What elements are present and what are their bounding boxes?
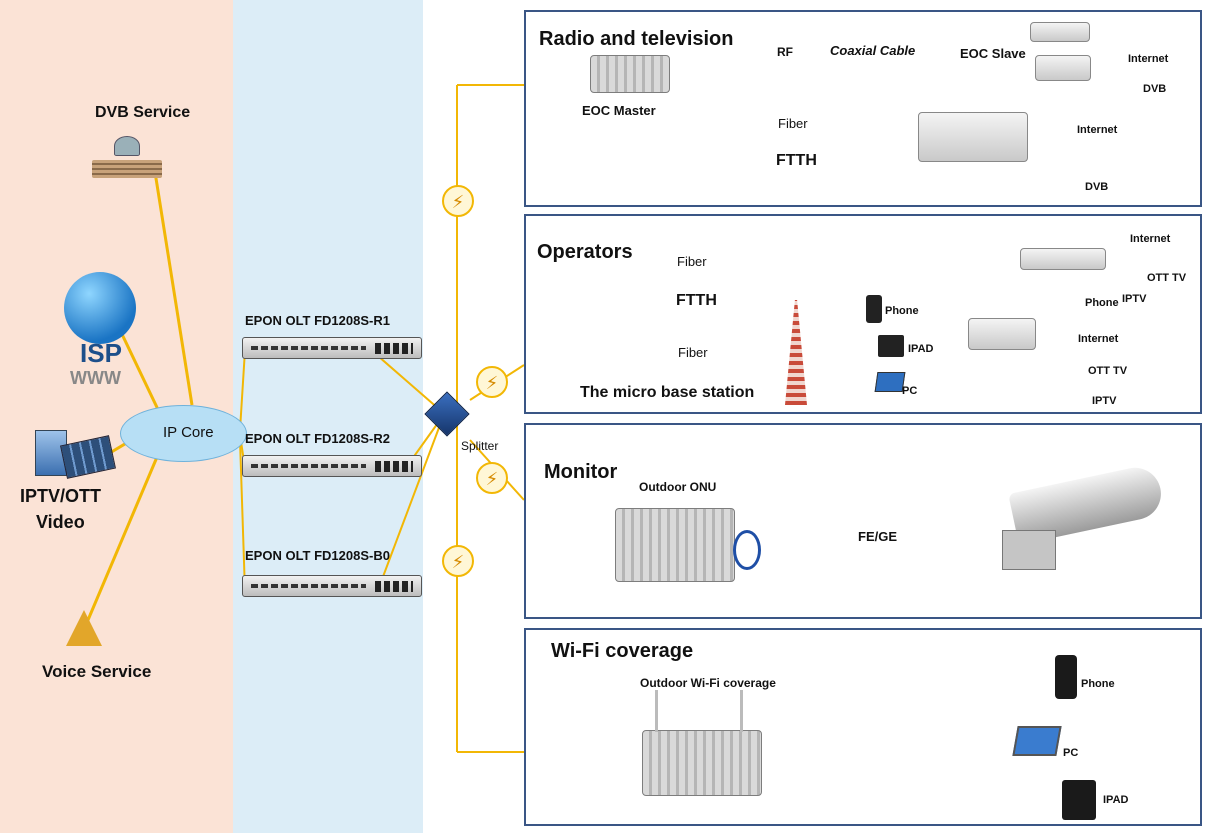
eoc-slave-device [1030,22,1090,42]
olt-2-device [242,455,422,477]
monitor-title: Monitor [544,461,618,483]
operators-wifi-onu-device [968,318,1036,350]
olt-background [233,0,423,833]
olt-3-device [242,575,422,597]
iptv-line1-label: IPTV/OTT [20,486,101,506]
operators-iptv-b-label: IPTV [1092,395,1117,407]
radio-internet-b-label: Internet [1077,124,1118,136]
operators-panel [524,214,1202,414]
cable-coil-icon [733,530,761,570]
isp-label: ISP [80,338,122,368]
radio-ftth-label: FTTH [776,152,817,169]
voice-service-label: Voice Service [42,662,152,681]
outdoor-wifi-label: Outdoor Wi-Fi coverage [640,676,776,690]
wifi-phone-label: Phone [1081,678,1115,690]
fiber-link-icon: ⚡ [442,185,474,217]
operators-phone-b-label: Phone [1085,297,1119,309]
outdoor-onu-device [615,508,735,582]
wifi-pc-label: PC [1063,747,1079,759]
ip-core-label: IP Core [163,424,214,441]
operators-internet-a-label: Internet [1130,233,1171,245]
rf-label: RF [777,45,793,59]
operators-ott-a-label: OTT TV [1147,272,1187,284]
antenna-icon [740,690,743,732]
eoc-master-label: EOC Master [582,103,656,118]
www-label: WWW [70,368,121,388]
laptop-icon [874,372,906,392]
operators-fiber-a-label: Fiber [677,254,707,269]
operators-internet-b-label: Internet [1078,333,1119,345]
ftth-onu-device [918,112,1028,162]
fe-ge-label: FE/GE [858,529,898,544]
splitter-label: Splitter [461,439,499,453]
splitter-icon [424,391,470,437]
operators-ipad-label: IPAD [908,343,934,355]
radio-dvb-b-label: DVB [1085,181,1109,193]
fiber-link-icon: ⚡ [476,366,508,398]
dvb-satellite-icon [92,130,162,180]
olt-1-label: EPON OLT FD1208S-R1 [245,313,390,328]
operators-onu-device [1020,248,1106,270]
eoc-slave-label: EOC Slave [960,46,1026,61]
coaxial-cable-label: Coaxial Cable [830,43,916,58]
operators-phone-a-label: Phone [885,305,919,317]
eoc-slave-device [1035,55,1091,81]
operators-fiber-b-label: Fiber [678,345,708,360]
phone-icon [1055,655,1077,699]
outdoor-wifi-ap-device [642,730,762,796]
wifi-ipad-label: IPAD [1103,794,1129,806]
phone-icon [866,295,882,323]
tablet-icon [878,335,904,357]
operators-ott-b-label: OTT TV [1088,365,1128,377]
radio-dvb-a-label: DVB [1143,83,1167,95]
dvb-service-label: DVB Service [95,104,191,121]
micro-base-station-label: The micro base station [580,384,755,401]
operators-title: Operators [537,241,633,263]
voice-service-icon [66,610,102,646]
operators-pc-label: PC [902,385,918,397]
olt-3-label: EPON OLT FD1208S-B0 [245,548,390,563]
antenna-icon [655,690,658,732]
camera-mount-icon [1002,530,1056,570]
ip-core-cloud-icon [120,405,247,462]
tablet-icon [1062,780,1096,820]
operators-iptv-a-label: IPTV [1122,293,1147,305]
radio-tv-title: Radio and television [539,28,734,50]
wifi-title: Wi-Fi coverage [551,640,694,662]
radio-internet-a-label: Internet [1128,53,1169,65]
eoc-master-device [590,55,670,93]
iptv-line2-label: Video [36,512,85,532]
olt-1-device [242,337,422,359]
laptop-icon [1012,726,1062,756]
isp-globe-icon [64,272,136,344]
fiber-link-icon: ⚡ [476,462,508,494]
radio-tv-panel [524,10,1202,207]
olt-2-label: EPON OLT FD1208S-R2 [245,431,390,446]
fiber-link-icon: ⚡ [442,545,474,577]
radio-fiber-label: Fiber [778,116,808,131]
operators-ftth-label: FTTH [676,292,717,309]
outdoor-onu-label: Outdoor ONU [639,480,717,494]
iptv-video-icon [35,426,116,481]
